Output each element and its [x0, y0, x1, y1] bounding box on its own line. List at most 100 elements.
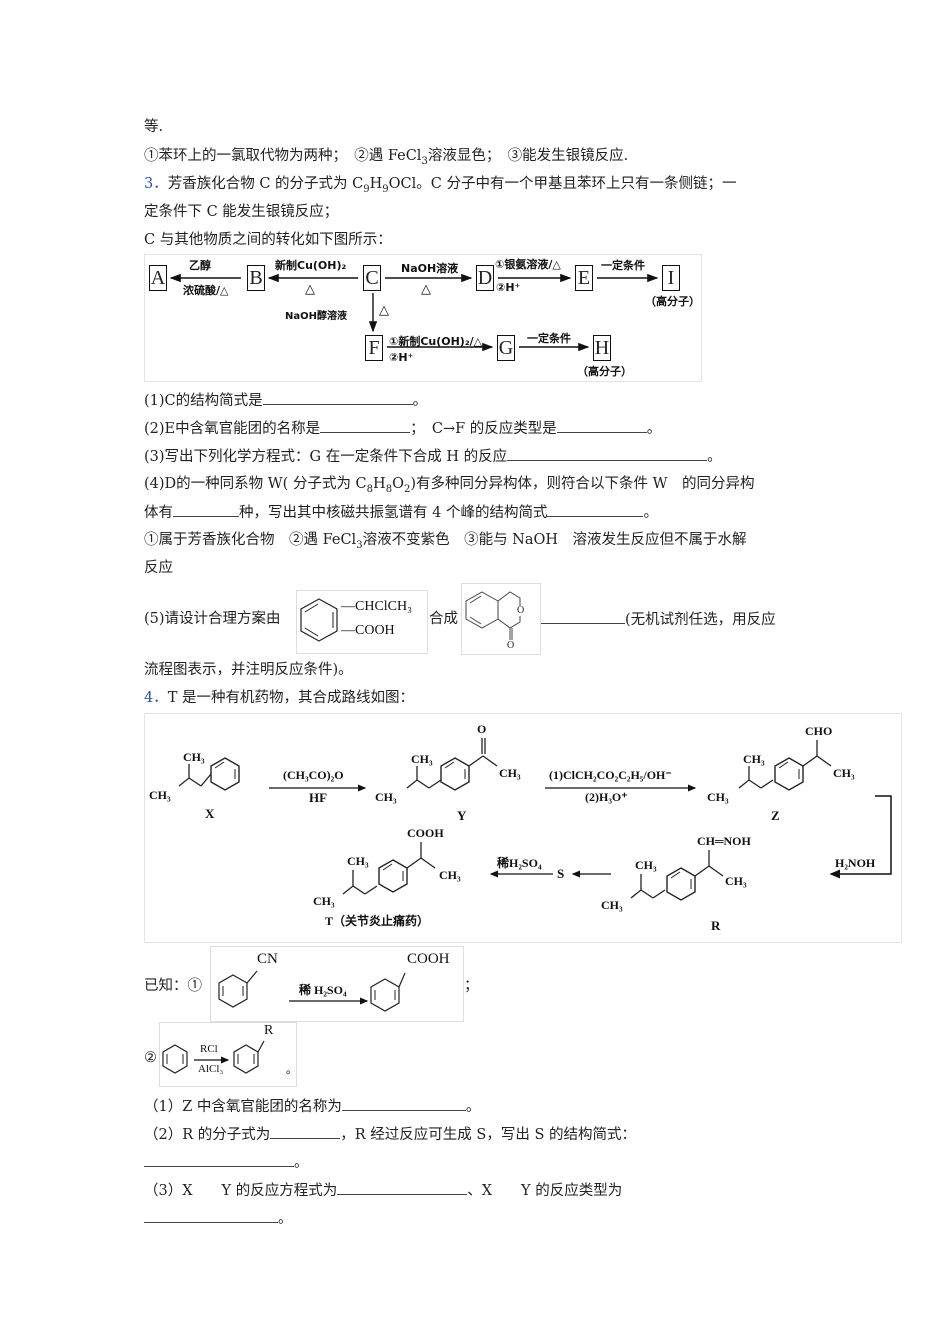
methyl-label: CH₃ [411, 752, 433, 766]
methyl-label: CH₃ [183, 750, 205, 764]
answer-blank[interactable] [144, 1152, 294, 1167]
question-4-part-3-cont: 。 [144, 1208, 293, 1229]
text-fragment: 。 [278, 1211, 293, 1227]
text-fragment: ； [464, 976, 479, 996]
synthesis-route-scheme: CH₃ CH₃ X (CH₃CO)₂O HF CH₃ CH₃ O CH₃ Y (… [144, 713, 902, 943]
text-fragment: 已知：① [144, 978, 202, 994]
text-line: 等. [144, 117, 163, 137]
condition-label: 乙醇 [189, 259, 211, 272]
oxygen-label: O [507, 640, 515, 651]
methyl-label: CH₃ [347, 854, 369, 868]
text-fragment: 溶液不变紫色 ③能与 NaOH 溶液发生反应但不属于水解 [362, 532, 747, 548]
condition-label: 新制Cu(OH)₂ [275, 259, 347, 272]
text-fragment: 。 [643, 505, 658, 521]
subscript: 8 [366, 484, 374, 495]
compound-label-t: T（关节炎止痛药） [325, 914, 430, 928]
text-fragment: (2)E中含氧官能团的名称是 [144, 421, 321, 437]
text-fragment: )有多种同分异构体，则符合以下条件 W 的同分异构 [410, 476, 755, 492]
condition-label: 浓硫酸/△ [183, 284, 229, 297]
answer-blank[interactable] [337, 1180, 468, 1195]
answer-blank[interactable] [173, 502, 239, 517]
text-line: 反应 [144, 558, 173, 578]
compound-label-s: S [557, 866, 565, 881]
answer-blank[interactable] [541, 609, 625, 624]
answer-blank[interactable] [144, 1208, 278, 1223]
scheme-arrows [169, 273, 659, 352]
methyl-label: CH₃ [725, 874, 747, 888]
text-fragment: (3)写出下列化学方程式：G 在一定条件下合成 H 的反应 [144, 449, 508, 465]
compound-box-b: B [247, 265, 265, 291]
reagent-label: 稀H₂SO₄ [497, 856, 542, 870]
text-fragment: 。 [286, 1064, 297, 1076]
condition-label: ②H⁺ [496, 281, 521, 294]
text-fragment: ； [464, 978, 479, 994]
reagent-label: AlCl₃ [198, 1063, 224, 1075]
condition-label: NaOH醇溶液 [285, 311, 347, 322]
reagent-label: (CH₃CO)₂O [283, 768, 344, 782]
question-3-stem: 3．芳香族化合物 C 的分子式为 C9H9OCl。C 分子中有一个甲基且苯环上只… [144, 174, 737, 195]
known-reaction-1: CN 稀 H₂SO₄ COOH [210, 946, 464, 1022]
text-line: 定条件下 C 能发生银镜反应； [144, 202, 338, 222]
question-4-part-2: （2）R 的分子式为，R 经过反应可生成 S，写出 S 的结构简式： [144, 1124, 636, 1145]
text-fragment: OCl。C 分子中有一个甲基且苯环上只有一条侧链；一 [388, 176, 737, 192]
text-fragment: 、X Y 的反应类型为 [467, 1183, 623, 1199]
question-3-part-4-cont: 体有种，写出其中核磁共振氢谱有 4 个峰的结构简式。 [144, 502, 658, 523]
aldehyde-label: CHO [805, 724, 833, 738]
known-2-number: ② [144, 1048, 157, 1068]
condition-label: ②H⁺ [389, 351, 414, 364]
text-fragment: 芳香族化合物 C 的分子式为 C [167, 176, 364, 192]
benzene-ring-icon [300, 598, 338, 642]
answer-blank[interactable] [556, 418, 647, 433]
text-fragment: 种，写出其中核磁共振氢谱有 4 个峰的结构简式 [239, 505, 548, 521]
compound-box-a: A [149, 265, 167, 291]
answer-blank[interactable] [507, 446, 708, 461]
methyl-label: CH₃ [707, 790, 729, 804]
subscript: 9 [382, 184, 389, 195]
text-fragment: 。 [465, 1099, 481, 1115]
text-fragment: ② [144, 1050, 157, 1066]
condition-label: △ [305, 282, 315, 297]
polymer-note: （高分子） [645, 295, 700, 308]
condition-label: 一定条件 [527, 332, 571, 345]
condition-label: △ [421, 282, 431, 297]
known-label: 已知：① [144, 976, 202, 996]
reagent-label: (2)H₃O⁺ [585, 790, 628, 804]
methyl-label: CH₃ [313, 894, 335, 908]
reactant-structure: —CHClCH₃ —COOH [296, 590, 428, 654]
question-3-part-3: (3)写出下列化学方程式：G 在一定条件下合成 H 的反应。 [144, 446, 722, 467]
answer-blank[interactable] [320, 418, 411, 433]
answer-blank[interactable] [341, 1096, 466, 1111]
text-fragment: ①属于芳香族化合物 ②遇 FeCl [144, 532, 357, 548]
text-fragment: H [369, 176, 383, 192]
isomer-conditions: ①属于芳香族化合物 ②遇 FeCl3溶液不变紫色 ③能与 NaOH 溶液发生反应… [144, 530, 747, 551]
answer-blank[interactable] [262, 390, 413, 405]
question-3-part-4: (4)D的一种同系物 W( 分子式为 C8H8O2)有多种同分异构体，则符合以下… [144, 474, 755, 495]
friedel-crafts-drawing [162, 1040, 265, 1074]
question-3-part-2: (2)E中含氧官能团的名称是； C→F 的反应类型是。 [144, 418, 661, 439]
text-fragment: (5)请设计合理方案由 [144, 611, 281, 627]
r-group-label: R [264, 1023, 274, 1038]
substituent-label: —COOH [341, 623, 395, 638]
reaction-scheme-c: A B C D E I F G H 乙醇 浓硫酸/△ 新制Cu(OH)₂ △ N… [144, 254, 702, 382]
text-fragment: ； C→F 的反应类型是 [410, 421, 557, 437]
subscript: 8 [385, 484, 393, 495]
answer-blank[interactable] [547, 502, 644, 517]
compound-box-e: E [575, 265, 593, 291]
subscript: 9 [363, 184, 370, 195]
nitrile-hydrolysis-drawing [218, 970, 406, 1012]
oxygen-label: O [517, 605, 525, 616]
carboxyl-label: COOH [407, 951, 450, 967]
compound-label-z: Z [771, 808, 780, 823]
compound-box-c: C [363, 265, 381, 291]
text-fragment: H [373, 476, 386, 492]
reagent-label: HF [309, 790, 328, 805]
reagent-label: (1)ClCH₂CO₂C₂H₅/OH⁻ [549, 768, 672, 782]
compound-box-h: H [593, 335, 611, 361]
question-number: 4． [144, 690, 168, 706]
methyl-label: CH₃ [499, 766, 521, 780]
methyl-label: CH₃ [601, 898, 623, 912]
condition-label: NaOH溶液 [401, 262, 459, 275]
compound-box-f: F [365, 335, 383, 361]
answer-blank[interactable] [270, 1124, 341, 1139]
text-fragment: 流程图表示，并注明反应条件)。 [144, 662, 353, 678]
